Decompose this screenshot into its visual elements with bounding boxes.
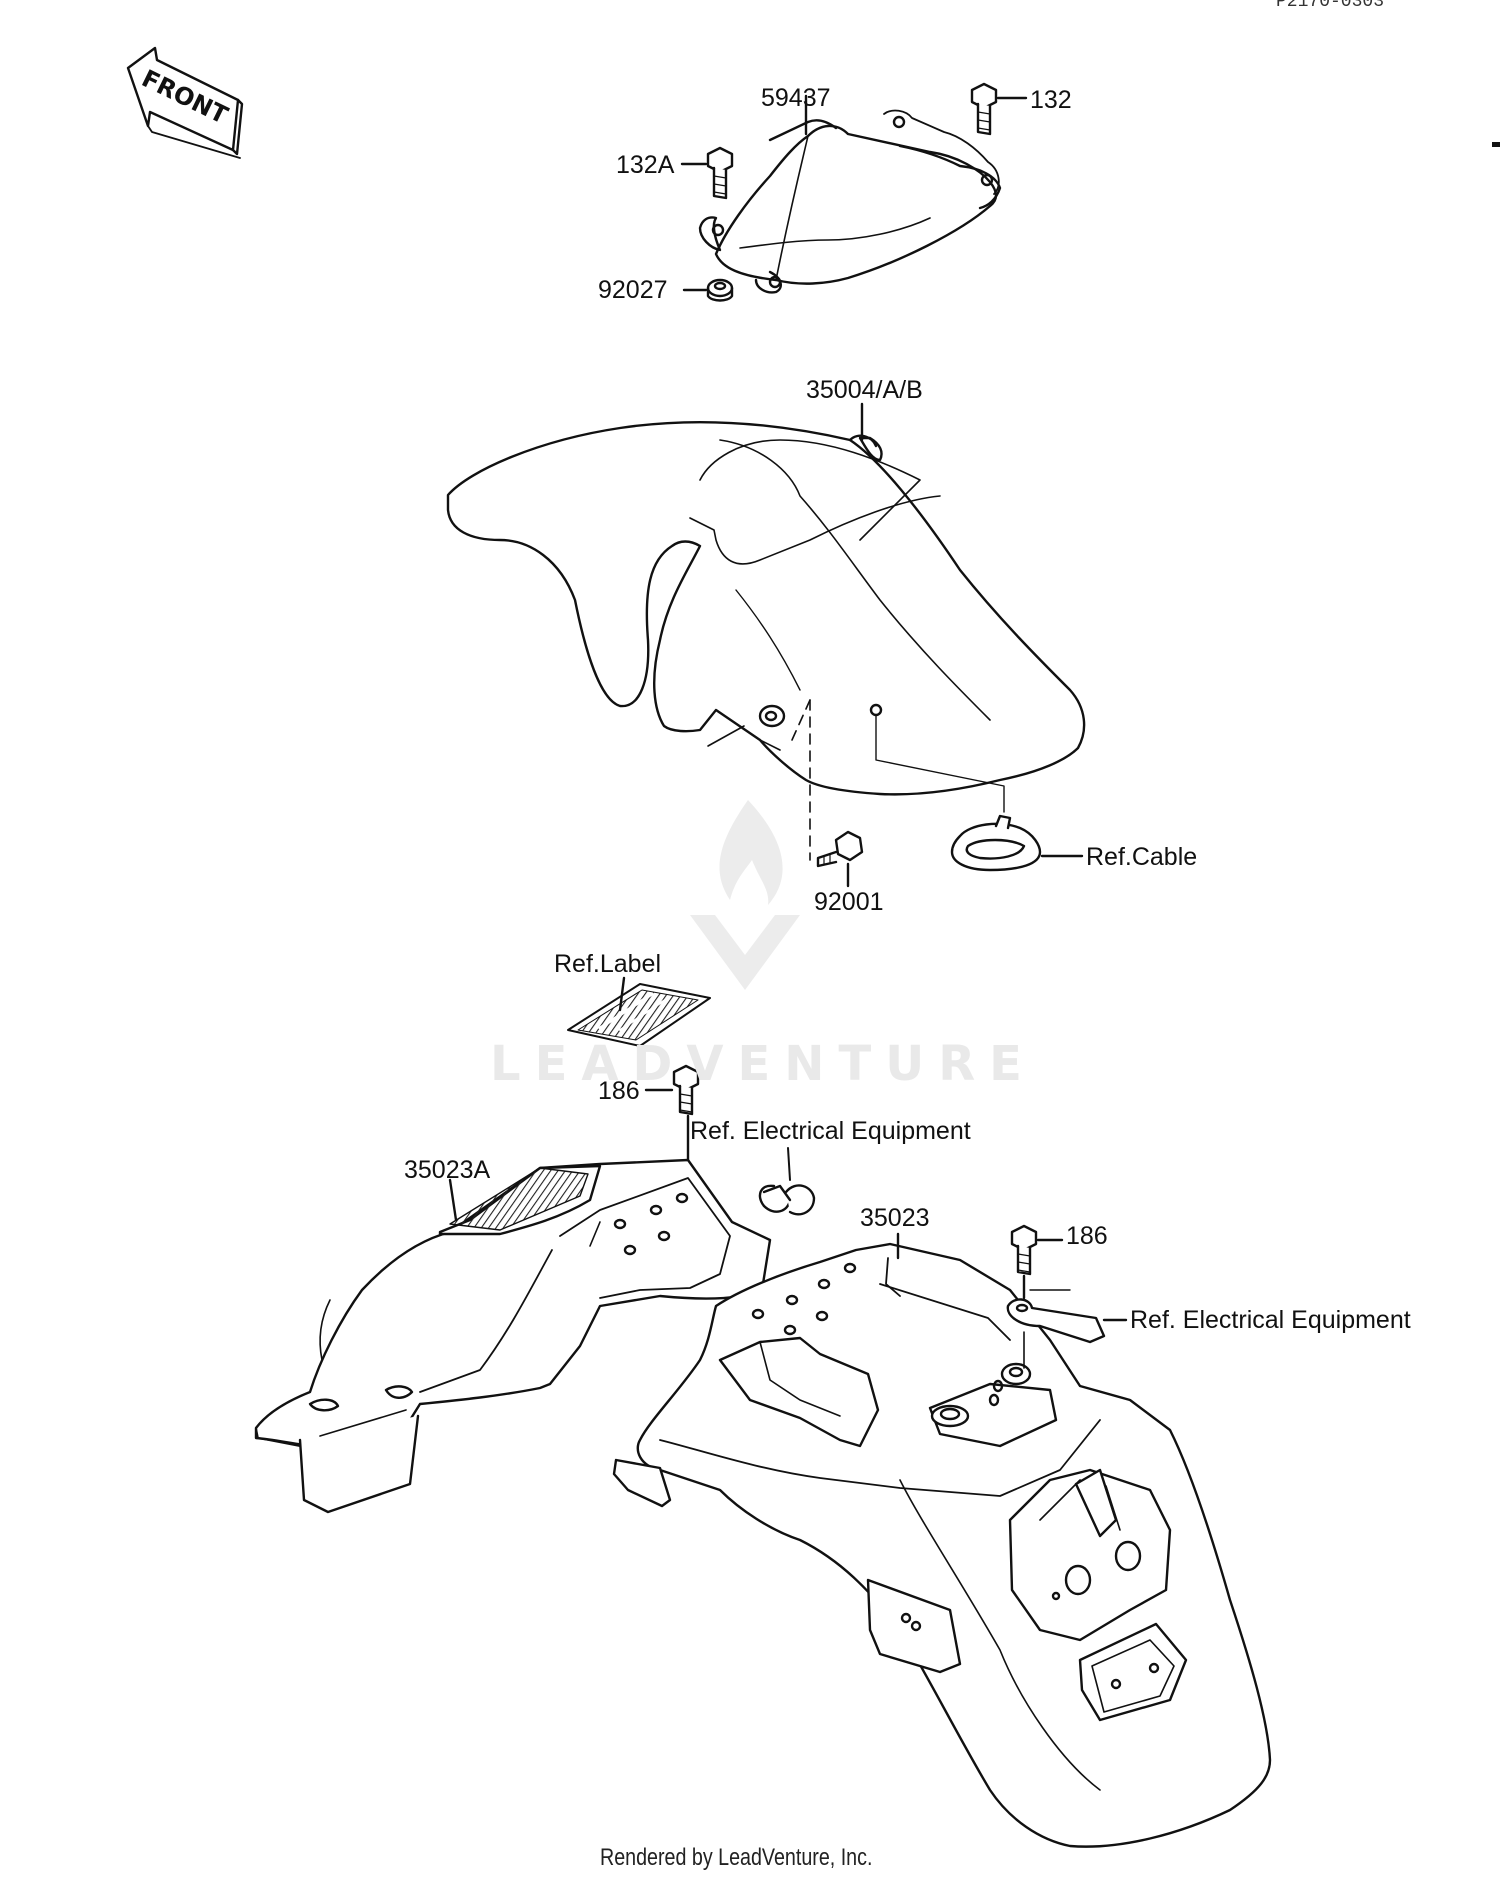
label-ref-elec2: Ref. Electrical Equipment bbox=[1130, 1306, 1411, 1334]
terminal-strip-icon bbox=[1006, 1298, 1106, 1344]
leader-ref-label bbox=[618, 976, 626, 1012]
label-132A: 132A bbox=[616, 151, 675, 179]
bolt-186a-icon bbox=[672, 1064, 700, 1116]
bolt-132-icon bbox=[970, 82, 998, 136]
label-ref-label: Ref.Label bbox=[554, 950, 662, 978]
label-35023: 35023 bbox=[860, 1204, 930, 1232]
watermark-logo bbox=[690, 800, 800, 990]
leader-35023A bbox=[448, 1178, 458, 1222]
label-ref-cable: Ref.Cable bbox=[1086, 843, 1198, 871]
diagram-code: P2170-0303 bbox=[1276, 0, 1385, 12]
front-arrow-icon bbox=[126, 46, 244, 159]
edge-mark bbox=[1492, 142, 1500, 147]
bolt-92001-icon bbox=[816, 830, 864, 868]
bolt-186b-icon bbox=[1010, 1224, 1038, 1276]
label-186a: 186 bbox=[598, 1077, 640, 1105]
label-ref-elec1: Ref. Electrical Equipment bbox=[690, 1117, 971, 1145]
label-92027: 92027 bbox=[598, 276, 668, 304]
nut-92027-icon bbox=[706, 278, 734, 302]
bolt-132A-icon bbox=[706, 146, 734, 200]
cable-guide-icon bbox=[950, 814, 1042, 872]
part-35023-rear-fender bbox=[612, 1242, 1272, 1848]
label-35023A: 35023A bbox=[404, 1156, 491, 1184]
label-35004: 35004/A/B bbox=[806, 376, 923, 404]
wire-clamp-icon bbox=[758, 1147, 816, 1216]
part-35023A-inner-fender bbox=[254, 1158, 772, 1514]
footer-credit: Rendered by LeadVenture, Inc. bbox=[600, 1844, 873, 1871]
part-59437-cover bbox=[698, 109, 1002, 294]
label-132: 132 bbox=[1030, 86, 1072, 114]
label-92001: 92001 bbox=[814, 888, 884, 916]
label-59437: 59437 bbox=[761, 84, 831, 112]
watermark-text: LEADVENTURE bbox=[490, 1036, 1036, 1092]
part-35004-front-fender bbox=[446, 421, 1086, 861]
label-186b: 186 bbox=[1066, 1222, 1108, 1250]
